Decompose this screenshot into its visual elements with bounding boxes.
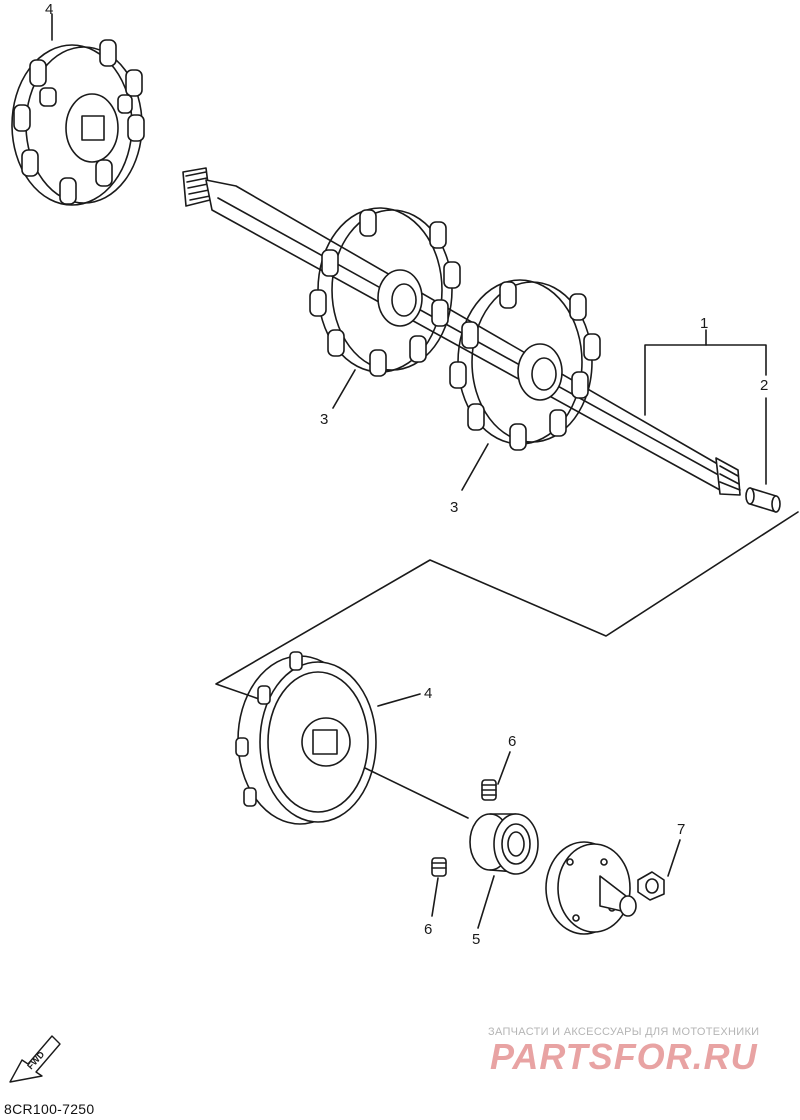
callout-7: 7	[677, 821, 685, 838]
leader-6-top	[497, 751, 511, 785]
watermark-tagline: ЗАПЧАСТИ И АКСЕССУАРЫ ДЛЯ МОТОТЕХНИКИ	[488, 1026, 760, 1038]
plug-2	[745, 487, 781, 513]
callout-5: 5	[472, 931, 480, 948]
bracket-1	[644, 344, 767, 416]
sprocket-4-bottom	[235, 651, 377, 825]
leader-6-bottom	[431, 877, 439, 917]
callout-3-right: 3	[450, 499, 458, 516]
flange-hub	[545, 841, 637, 935]
sprocket-3-left	[309, 207, 461, 377]
diagram-code: 8CR100-7250	[4, 1101, 95, 1117]
set-screw-6-bottom	[431, 857, 447, 877]
callout-6-bottom: 6	[424, 921, 432, 938]
callout-6-top: 6	[508, 733, 516, 750]
fwd-arrow-icon	[9, 1035, 61, 1083]
leader-7	[667, 839, 681, 877]
sprocket-4-top	[11, 39, 145, 206]
sprocket-3-right	[449, 279, 601, 451]
callout-3-left: 3	[320, 411, 328, 428]
watermark-logo: PARTSFOR.RU	[490, 1036, 758, 1077]
callout-4-top: 4	[45, 1, 53, 18]
callout-2: 2	[760, 377, 768, 394]
leader-3-left	[332, 369, 356, 409]
leader-5	[477, 875, 495, 929]
set-screw-6-top	[481, 779, 497, 801]
nut-7	[637, 871, 665, 901]
callout-4-bottom: 4	[424, 685, 432, 702]
callout-1: 1	[700, 315, 708, 332]
bearing-5	[469, 813, 539, 875]
bearing-guide-line	[364, 767, 469, 819]
assembly-guide-line	[215, 511, 799, 701]
leader-3-right	[461, 443, 489, 491]
leader-4-bottom	[377, 693, 421, 707]
